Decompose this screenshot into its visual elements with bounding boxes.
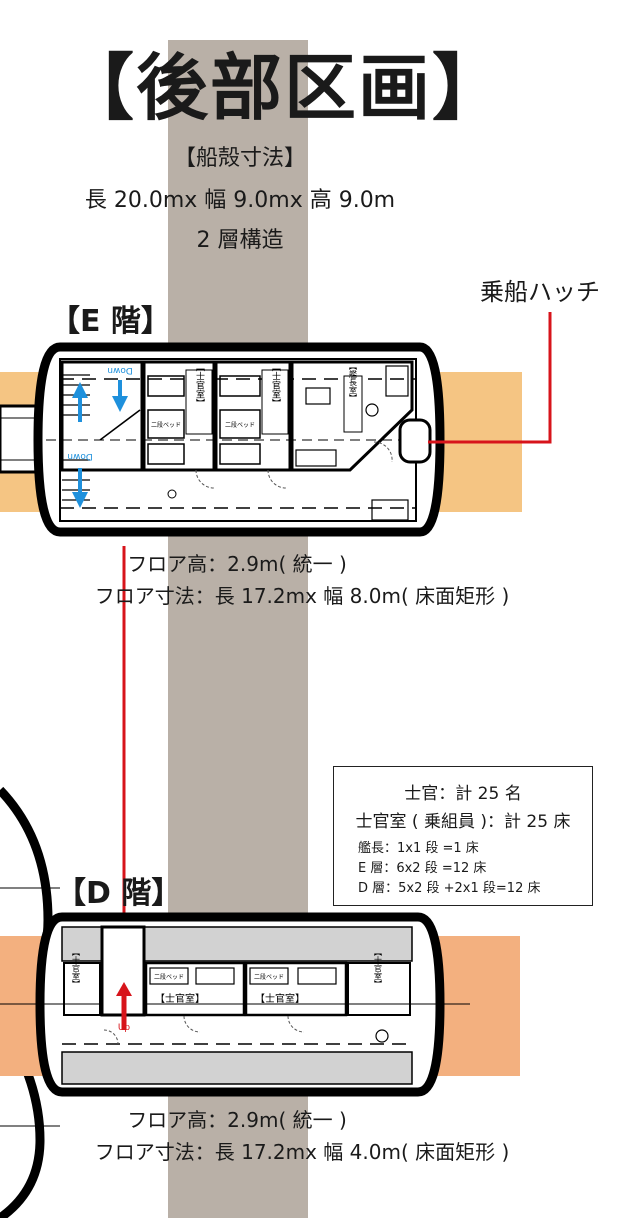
d-bunk-label-2: 二段ベッド: [254, 973, 284, 981]
e-floor-label: 【E 階】: [50, 304, 171, 339]
d-floor-berths: D 層：5x2 段 +2x1 段=12 床: [358, 881, 541, 896]
d-bunk-label-1: 二段ベッド: [154, 973, 184, 981]
boarding-hatch-label: 乗船ハッチ: [480, 278, 600, 306]
d-floor-plan: Up 【士官室】 二段ベッド 【士官室】 二段ベッド 【士官室】 【士官室】: [0, 786, 520, 1218]
e-stair-down-label-2: Down: [67, 451, 93, 461]
hull-structure: 2 層構造: [196, 228, 284, 253]
d-floor-size-note: フロア寸法：長 17.2mx 幅 4.0m( 床面矩形 ): [94, 1140, 510, 1164]
d-officer-room-label-2: 【士官室】: [255, 992, 305, 1005]
d-stair-up-label: Up: [118, 1023, 131, 1033]
e-officer-room-label-2: 【士官室】: [270, 363, 281, 408]
e-captain-room-label: 【艦長室】: [349, 362, 358, 402]
e-stair-down-label-1: Down: [107, 365, 133, 375]
e-floor-size-note: フロア寸法：長 17.2mx 幅 8.0m( 床面矩形 ): [94, 584, 510, 608]
page-title: 【後部区画】: [62, 46, 507, 130]
hatch-pointer-line: [428, 312, 552, 444]
hull-heading: 【船殻寸法】: [173, 146, 306, 171]
d-floor-label: 【D 階】: [56, 876, 182, 911]
e-floor-plan: Down Down 二段ベッド 【士官室】 二段ベッド 【士官室】 【艦長室】: [0, 342, 522, 537]
berth-count: 士官室 ( 乗組員 )：計 25 床: [355, 812, 571, 832]
d-officer-room-label-right: 【士官室】: [374, 948, 383, 988]
officer-count: 士官：計 25 名: [404, 784, 522, 804]
d-officer-room-label-1: 【士官室】: [155, 992, 205, 1005]
crew-summary-box: 士官：計 25 名 士官室 ( 乗組員 )：計 25 床 艦長：1x1 段 =1…: [333, 766, 593, 906]
d-officer-room-label-left: 【士官室】: [72, 948, 81, 988]
captain-berths: 艦長：1x1 段 =1 床: [358, 841, 479, 856]
e-bunk-label-1: 二段ベッド: [151, 421, 181, 429]
e-floor-height-note: フロア高：2.9m( 統一 ): [127, 552, 347, 576]
e-officer-room-label-1: 【士官室】: [194, 363, 205, 408]
e-bunk-label-2: 二段ベッド: [225, 421, 255, 429]
d-floor-height-note: フロア高：2.9m( 統一 ): [127, 1108, 347, 1132]
hull-dimensions: 長 20.0mx 幅 9.0mx 高 9.0m: [84, 188, 396, 213]
e-floor-berths: E 層：6x2 段 =12 床: [358, 861, 487, 876]
